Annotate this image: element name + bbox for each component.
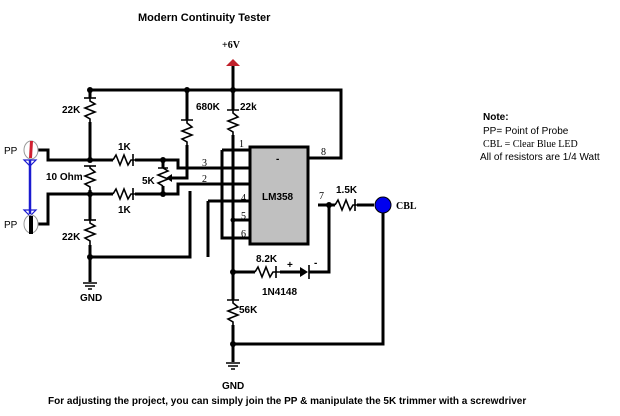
svg-text:7: 7 — [319, 191, 324, 202]
diode-1n4148: + - 1N4148 — [262, 258, 318, 298]
wires — [38, 66, 385, 362]
wiper-arrow-icon — [166, 174, 172, 182]
resistor-8-2k: 8.2K — [254, 254, 280, 280]
svg-text:5: 5 — [241, 211, 246, 222]
svg-text:4: 4 — [241, 193, 246, 204]
ground-left-label: GND — [80, 293, 102, 304]
resistor-22k-supply: 22k — [225, 102, 257, 135]
svg-text:22K: 22K — [62, 232, 81, 243]
svg-text:+: + — [287, 260, 293, 271]
resistor-680k: 680K — [179, 102, 221, 145]
svg-text:1N4148: 1N4148 — [262, 287, 297, 298]
resistor-22k-bottom: 22K — [62, 219, 98, 245]
resistor-1k-bottom: 1K — [112, 186, 135, 216]
svg-text:2: 2 — [202, 174, 207, 185]
diagram-title: Modern Continuity Tester — [138, 12, 271, 24]
probes[interactable]: PP PP — [4, 140, 39, 234]
supply-label: +6V — [222, 40, 241, 51]
svg-text:Note:: Note: — [483, 112, 509, 123]
svg-text:1.5K: 1.5K — [336, 185, 358, 196]
probe-top-label: PP — [4, 146, 18, 157]
svg-text:CBL = Clear Blue LED: CBL = Clear Blue LED — [483, 139, 578, 150]
svg-text:5K: 5K — [142, 176, 156, 187]
svg-text:1: 1 — [239, 139, 244, 150]
svg-text:1K: 1K — [118, 142, 132, 153]
svg-text:8.2K: 8.2K — [256, 254, 278, 265]
svg-text:PP= Point of Probe: PP= Point of Probe — [483, 126, 569, 137]
svg-text:56K: 56K — [239, 305, 258, 316]
ground-bottom-label: GND — [222, 381, 244, 392]
svg-text:CBL: CBL — [396, 201, 417, 212]
svg-text:22K: 22K — [62, 105, 81, 116]
trimmer-5k[interactable]: 5K — [142, 167, 172, 187]
svg-text:1K: 1K — [118, 205, 132, 216]
svg-text:680K: 680K — [196, 102, 221, 113]
ground-left-icon — [83, 282, 97, 290]
resistor-22k-top: 22K — [62, 97, 98, 122]
svg-text:8: 8 — [321, 147, 326, 158]
svg-text:-: - — [314, 258, 317, 269]
led-cbl: CBL — [374, 196, 417, 214]
resistor-10-ohm: 10 Ohm — [46, 165, 98, 190]
svg-text:-: - — [276, 154, 279, 165]
resistor-1k-top: 1K — [112, 142, 135, 168]
svg-text:LM358: LM358 — [262, 192, 294, 203]
junctions — [87, 87, 332, 347]
svg-text:3: 3 — [202, 158, 207, 169]
resistor-1-5k: 1.5K — [334, 185, 358, 213]
notes: Note: PP= Point of Probe CBL = Clear Blu… — [480, 112, 600, 163]
ground-bottom-icon — [226, 362, 240, 370]
svg-text:All of resistors are 1/4 Watt: All of resistors are 1/4 Watt — [480, 152, 600, 163]
pin-labels: 1 2 3 4 5 6 7 8 — [202, 139, 326, 240]
probe-bottom-label: PP — [4, 220, 18, 231]
supply-arrow-icon — [226, 59, 240, 66]
svg-text:22k: 22k — [240, 102, 257, 113]
ic-lm358: LM358 - — [248, 145, 310, 246]
svg-text:6: 6 — [241, 229, 246, 240]
resistor-56k: 56K — [225, 299, 258, 325]
svg-text:10 Ohm: 10 Ohm — [46, 172, 83, 183]
footer-note: For adjusting the project, you can simpl… — [48, 396, 526, 407]
